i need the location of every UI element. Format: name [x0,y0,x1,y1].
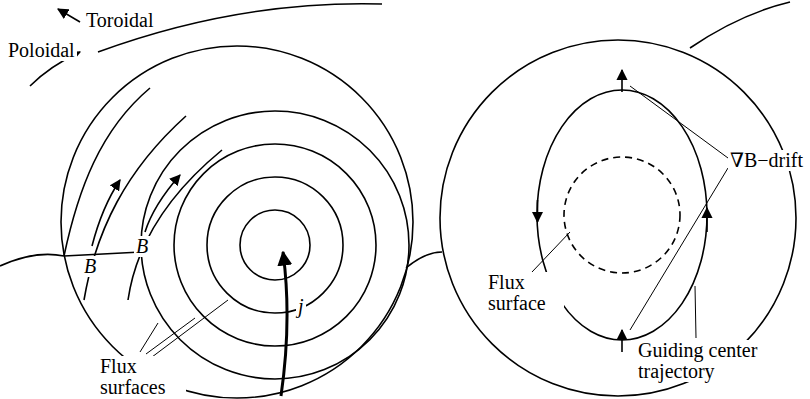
field-label: B [82,256,98,277]
torus-cross-section [61,46,413,398]
direction-label: Toroidal [84,10,155,31]
field-line [84,116,186,300]
toroidal-arrow [58,9,80,22]
torus-outline [406,252,442,268]
direction-label: Poloidal [6,40,77,61]
leader-line [532,232,570,272]
current-arrow [281,252,287,396]
leader-line [152,300,228,357]
flux-surface [141,111,409,379]
drift-arrow [621,70,623,92]
direction-arrow [706,208,708,232]
torus-cross-section [440,40,796,396]
drift-arrow [621,330,623,352]
leader-line [630,168,728,330]
flux-surface [240,210,310,280]
b-arrow [92,180,120,246]
callout-label: ∇B−drift [728,150,805,171]
torus-outline [0,254,64,266]
b-arrow [145,175,180,232]
leader-line [695,286,696,338]
callout-label: Guiding center trajectory [636,340,772,382]
surface-cut [64,252,141,256]
torus-outline [690,2,790,48]
flux-surface [174,144,376,346]
callout-label: Flux surfaces [98,356,186,398]
flux-surface [564,157,680,273]
field-line [64,88,150,256]
leader-line [630,86,728,158]
callout-label: Flux surface [486,272,564,314]
current-label: j [296,296,306,317]
direction-arrow [537,200,539,222]
flux-surface [207,177,343,313]
field-label: B [134,236,150,257]
leader-line [146,318,195,354]
